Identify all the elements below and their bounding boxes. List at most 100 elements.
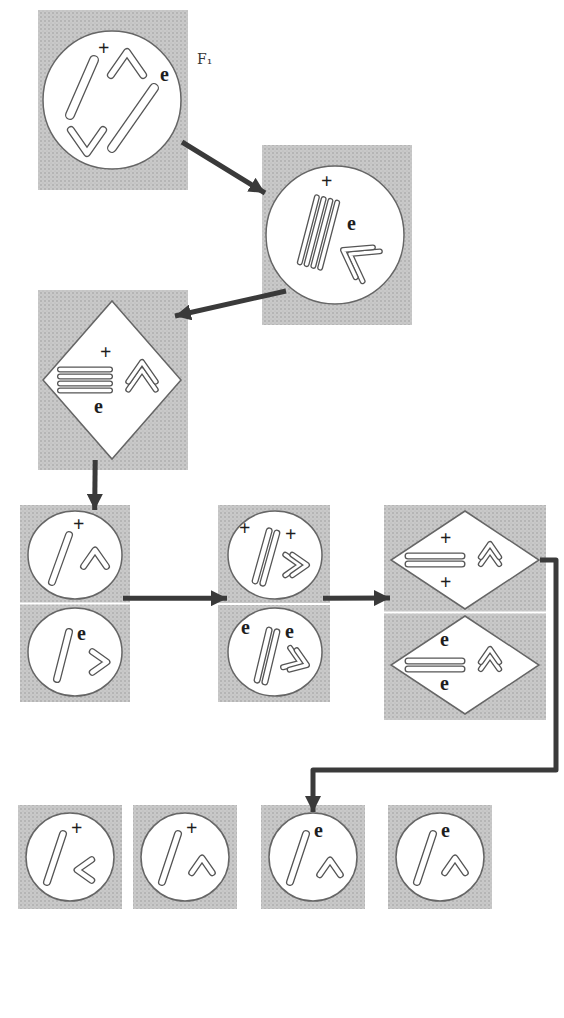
- chromatid-outline: [263, 533, 277, 583]
- chromatid-fill: [408, 554, 462, 558]
- chromatid-fill: [162, 834, 178, 882]
- chromosome-fill: [445, 858, 466, 873]
- chromosomes: [162, 834, 212, 882]
- chromosome-fill: [92, 652, 107, 673]
- panel: [218, 505, 330, 702]
- chromatid-fill: [60, 382, 110, 385]
- cell-outline: [265, 165, 405, 305]
- process-arrow: [123, 596, 227, 601]
- chromosomes: [300, 197, 380, 281]
- gene-label: +: [98, 38, 109, 58]
- panel: [261, 805, 365, 909]
- chromosomes: [408, 649, 499, 669]
- chromosome-fill: [290, 650, 307, 669]
- cell-outline: [390, 615, 540, 715]
- chromosome-outline: [320, 860, 341, 875]
- panel-divider: [218, 603, 330, 605]
- chromosome-fill: [192, 858, 213, 873]
- chromatid-outline: [417, 834, 433, 882]
- chromosomes: [52, 535, 106, 582]
- cell-outline: [395, 812, 485, 902]
- metaphase-cell: ++: [390, 510, 540, 610]
- chromosomes: [408, 544, 499, 564]
- cell-membrane: [28, 511, 122, 599]
- cell-membrane: [228, 511, 322, 599]
- chromatid-fill: [263, 533, 277, 583]
- chromosome-fill: [77, 860, 92, 881]
- cell-outline: [268, 812, 358, 902]
- gene-label: e: [77, 623, 86, 643]
- cell-membrane: [26, 813, 114, 901]
- chromatid-fill: [320, 203, 337, 268]
- chromosome-outline: [111, 52, 143, 75]
- process-arrow: [182, 142, 265, 193]
- cell-membrane: [141, 813, 229, 901]
- chromatid-fill: [70, 60, 94, 115]
- chromatid-outline: [162, 834, 178, 882]
- chromatid-fill: [408, 667, 462, 671]
- cell: +e: [265, 165, 405, 305]
- process-arrow: [313, 560, 556, 812]
- chromosome-outline: [343, 247, 373, 277]
- gene-label: +: [73, 514, 84, 534]
- chromosome-outline: [77, 860, 92, 881]
- cell: ee: [227, 607, 323, 697]
- chromosome-outline: [84, 550, 107, 566]
- chromosomes: [70, 52, 154, 153]
- gene-label: +: [100, 342, 111, 362]
- chromosomes: [255, 531, 307, 583]
- gene-label: e: [347, 213, 356, 233]
- gene-label: +: [285, 524, 296, 544]
- chromatid-outline: [408, 553, 462, 560]
- chromatid-fill: [52, 535, 69, 582]
- generation-label: F₁: [197, 52, 212, 66]
- gene-label: e: [440, 673, 449, 693]
- chromatid-outline: [60, 381, 110, 387]
- metaphase-cell: ee: [390, 615, 540, 715]
- cell: e: [268, 812, 358, 902]
- chromatid-fill: [60, 375, 110, 378]
- chromosome-outline: [481, 649, 499, 662]
- gene-label: +: [186, 818, 197, 838]
- cell-outline: [27, 607, 123, 697]
- chromosome-fill: [84, 550, 107, 566]
- cell-outline: [42, 300, 182, 460]
- chromosomes: [290, 834, 340, 882]
- chromosome-outline: [71, 130, 103, 153]
- cell: +: [25, 812, 115, 902]
- panel: [20, 505, 130, 702]
- cell-outline: [25, 812, 115, 902]
- chromosome-outline: [128, 362, 156, 382]
- cell: ++: [227, 510, 323, 600]
- process-arrow: [175, 291, 286, 316]
- cell: e: [27, 607, 123, 697]
- gene-label: +: [440, 572, 451, 592]
- cell-membrane: [43, 31, 181, 169]
- chromatid-fill: [290, 834, 306, 882]
- panel: [38, 290, 188, 470]
- chromosomes: [257, 630, 307, 682]
- chromatid-outline: [320, 203, 337, 268]
- chromatid-outline: [57, 632, 69, 679]
- cell: +e: [42, 30, 182, 170]
- cell: +: [27, 510, 123, 600]
- cell-membrane: [28, 608, 122, 696]
- chromatid-fill: [265, 632, 277, 682]
- chromatid-fill: [60, 389, 110, 392]
- chromatid-fill: [112, 88, 154, 148]
- chromosome-fill: [111, 52, 143, 75]
- panel-divider: [384, 612, 546, 614]
- chromosomes: [47, 834, 92, 882]
- cell-membrane: [266, 166, 404, 304]
- chromatid-fill: [57, 632, 69, 679]
- process-arrow: [92, 460, 98, 510]
- cell-outline: [140, 812, 230, 902]
- chromatid-fill: [408, 659, 462, 663]
- chromosome-fill: [481, 649, 499, 662]
- chromosome-fill: [128, 362, 156, 382]
- panel: [18, 805, 122, 909]
- gene-label: e: [441, 820, 450, 840]
- chromatid-outline: [265, 632, 277, 682]
- chromatid-outline: [408, 666, 462, 673]
- cell-outline: [390, 510, 540, 610]
